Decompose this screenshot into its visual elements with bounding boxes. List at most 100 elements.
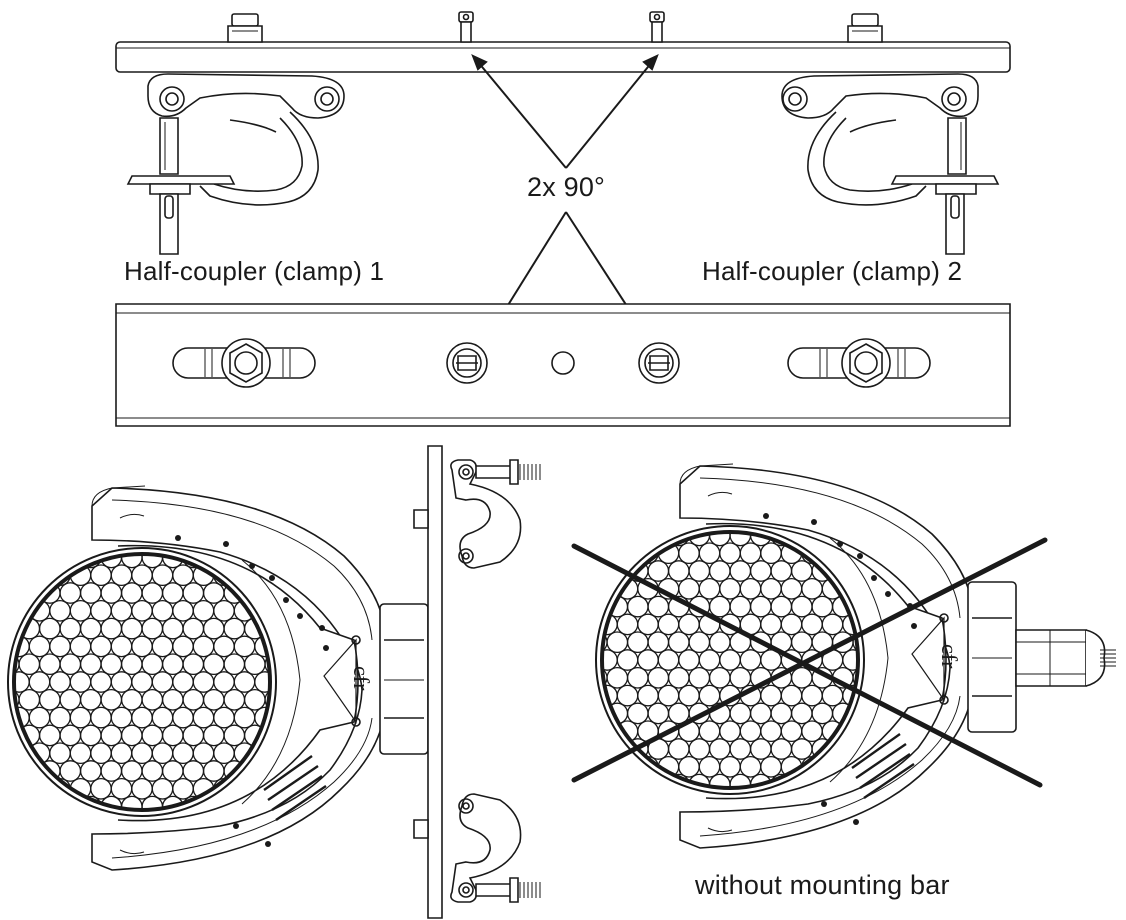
half-coupler-clamp-1 <box>128 74 344 254</box>
lens-cell <box>29 636 49 656</box>
lens-cell <box>638 650 658 670</box>
lens-cell <box>50 636 70 656</box>
lens-cell <box>648 668 668 688</box>
lens-cell <box>40 690 60 710</box>
lens-cell <box>81 761 101 781</box>
mounting-bar-side-view <box>116 12 1010 72</box>
fixture-without-mounting-bar: cfr <box>587 464 1116 848</box>
lens-cell <box>607 632 627 652</box>
lens-cell <box>255 672 275 692</box>
lens-cell <box>60 654 80 674</box>
lens-cell <box>638 685 658 705</box>
x-cross-icon <box>574 540 1045 785</box>
lens-cell <box>19 654 39 674</box>
top-bolt-right <box>848 14 882 42</box>
lens-cell <box>638 614 658 634</box>
lens-cell <box>70 601 90 621</box>
lens-cell <box>628 668 648 688</box>
lens-cell <box>9 672 29 692</box>
lens-cell <box>628 632 648 652</box>
top-bolt-left <box>228 14 262 42</box>
lens-cell <box>679 614 699 634</box>
lens-cell <box>91 601 111 621</box>
lens-cell <box>658 650 678 670</box>
brand-logo-right: cfr <box>937 644 962 669</box>
lens-cell <box>679 543 699 563</box>
lens-cell <box>60 583 80 603</box>
side-clamp-lower <box>451 794 540 902</box>
lens-cell <box>50 707 70 727</box>
side-clamp-upper <box>451 460 540 568</box>
quarter-turn-fastener-side-right <box>650 12 664 42</box>
lens-cell <box>669 668 689 688</box>
lens-cell <box>19 690 39 710</box>
quarter-turn-fastener-top-right <box>639 343 679 383</box>
brand-logo: cfr <box>349 666 374 691</box>
lens-cell <box>40 618 60 638</box>
lens-cell <box>81 583 101 603</box>
mounting-bar-top-view <box>116 304 1010 426</box>
lens-cell <box>70 707 90 727</box>
lens-cell <box>648 632 668 652</box>
mounting-slot-left <box>173 339 315 387</box>
lens-cell <box>50 672 70 692</box>
lens-cell <box>29 672 49 692</box>
fixture-with-mounting-bar: cfr <box>0 446 540 918</box>
lens-cell <box>669 632 689 652</box>
lens-cell <box>658 685 678 705</box>
lens-cell <box>853 668 873 688</box>
lens-cell <box>265 690 285 710</box>
lens-cell <box>91 672 111 692</box>
lens-cell <box>853 632 873 652</box>
clamp-1-label: Half-coupler (clamp) 1 <box>124 256 385 286</box>
lens-cell <box>40 725 60 745</box>
lens-cell <box>91 743 111 763</box>
lens-cell <box>70 636 90 656</box>
lens-cell <box>648 703 668 723</box>
lens-cell <box>265 654 285 674</box>
lens-cell <box>658 614 678 634</box>
lens-cell <box>628 703 648 723</box>
lens-cell <box>679 650 699 670</box>
lens-cell <box>70 672 90 692</box>
center-hole <box>552 352 574 374</box>
lens-cell <box>648 596 668 616</box>
angle-note-label: 2x 90° <box>527 172 606 202</box>
lens-cell <box>60 725 80 745</box>
quarter-turn-fastener-side-left <box>459 12 473 42</box>
half-coupler-clamp-2 <box>782 74 998 254</box>
lens-cell <box>91 636 111 656</box>
lens-cell <box>843 650 863 670</box>
lens-cell <box>81 725 101 745</box>
lens-cell <box>669 739 689 759</box>
lens-cell <box>648 561 668 581</box>
lens-cell <box>50 601 70 621</box>
lens-cell <box>40 654 60 674</box>
lens-cell <box>81 618 101 638</box>
mounting-slot-right <box>788 339 930 387</box>
lens-cell <box>679 685 699 705</box>
lens-cell <box>91 707 111 727</box>
lens-cell <box>91 779 111 799</box>
lens-cell <box>617 650 637 670</box>
without-mounting-bar-label: without mounting bar <box>695 870 950 900</box>
lens-cell <box>50 743 70 763</box>
lens-cell <box>60 690 80 710</box>
lens-cell <box>91 565 111 585</box>
lens-cell <box>81 654 101 674</box>
lens-cell <box>617 685 637 705</box>
lens-cell <box>29 707 49 727</box>
lens-cell <box>60 618 80 638</box>
lens-cell <box>597 650 617 670</box>
lens-cell <box>628 596 648 616</box>
lens-cell <box>60 761 80 781</box>
quarter-turn-fastener-top-left <box>447 343 487 383</box>
lens-cell <box>669 561 689 581</box>
lens-cell <box>679 579 699 599</box>
clamp-2-label: Half-coupler (clamp) 2 <box>702 256 963 286</box>
lens-cell <box>81 690 101 710</box>
lens-cell <box>70 743 90 763</box>
lens-cell <box>607 668 627 688</box>
lens-cell <box>679 757 699 777</box>
